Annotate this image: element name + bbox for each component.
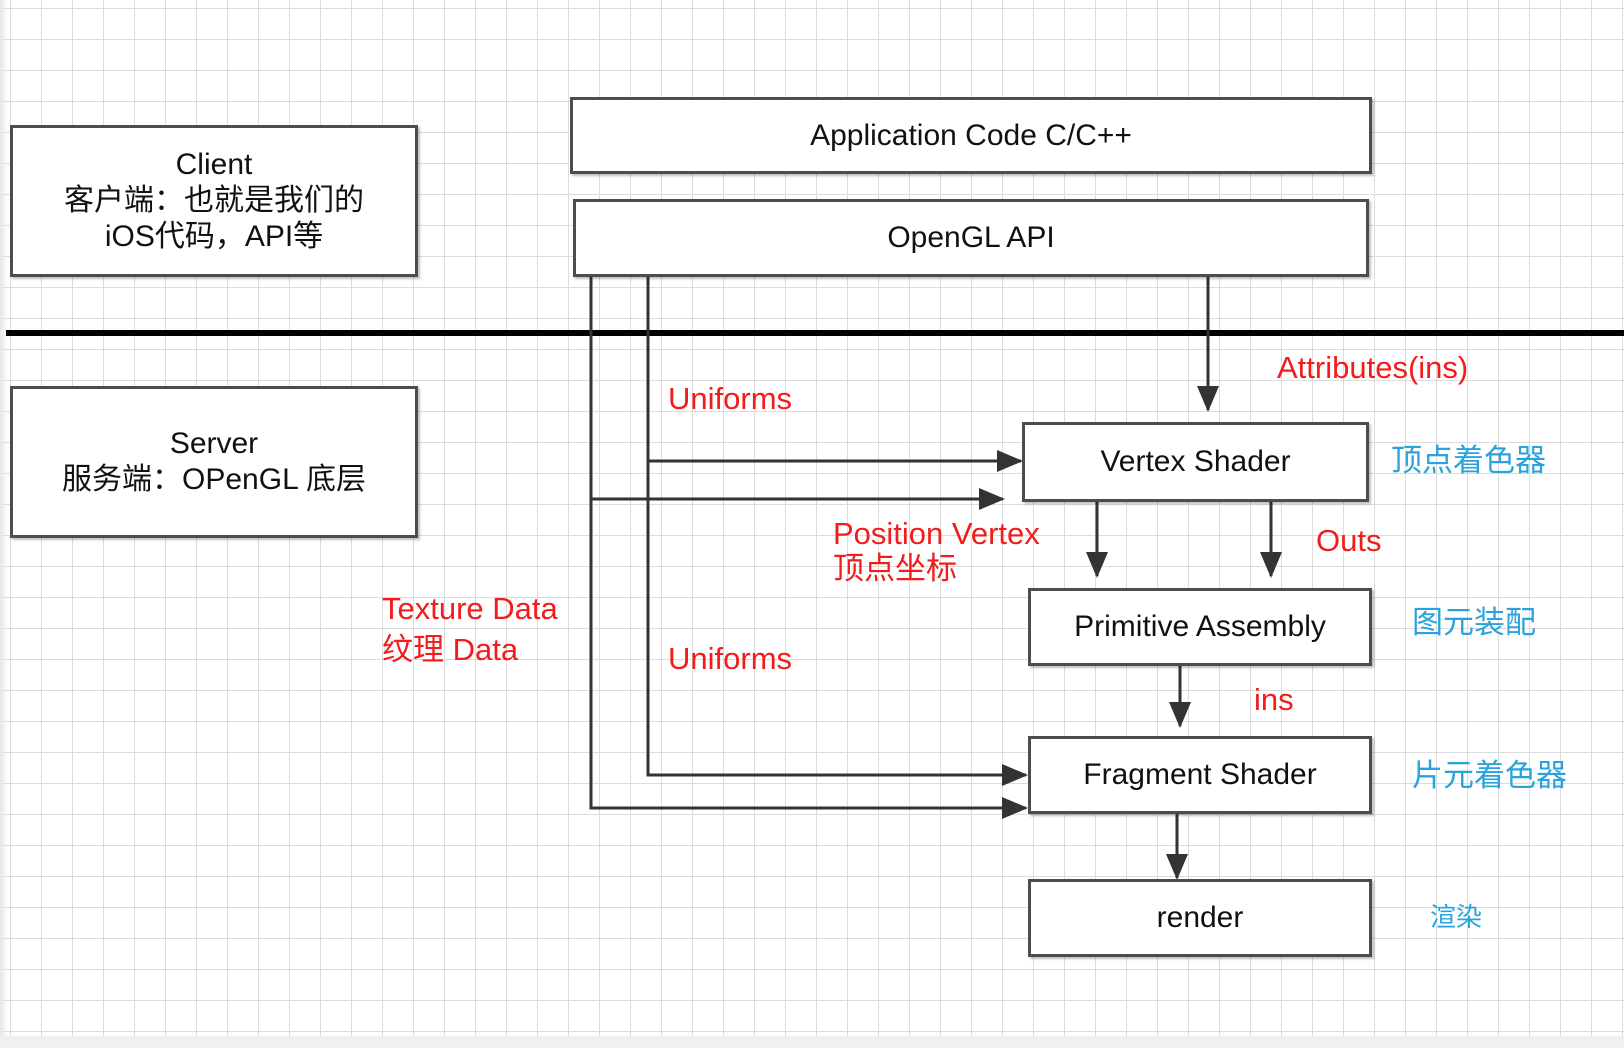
render-cn-label: 渲染 <box>1430 902 1483 932</box>
client-box: Client 客户端：也就是我们的 iOS代码，API等 <box>10 125 418 277</box>
server-description: 服务端：OPenGL 底层 <box>62 463 366 496</box>
primitive-assembly-cn-label: 图元装配 <box>1412 605 1536 640</box>
primitive-assembly-box: Primitive Assembly <box>1028 588 1372 666</box>
server-box: Server 服务端：OPenGL 底层 <box>10 386 418 538</box>
vertex-shader-box: Vertex Shader <box>1022 422 1369 502</box>
fragment-shader-label: Fragment Shader <box>1083 758 1317 791</box>
opengl-api-label: OpenGL API <box>887 221 1055 254</box>
position-vertex-label: Position Vertex <box>833 516 1040 551</box>
server-title: Server <box>169 427 259 460</box>
uniforms-fragment-line <box>646 276 1028 786</box>
primitive-assembly-label: Primitive Assembly <box>1074 610 1326 643</box>
uniforms-top-label: Uniforms <box>668 381 793 416</box>
texture-data-cn-label: 纹理 Data <box>382 632 519 667</box>
canvas-left-edge <box>0 0 8 1048</box>
opengl-api-box: OpenGL API <box>573 199 1369 277</box>
uniforms-bottom-label: Uniforms <box>668 641 793 676</box>
attributes-label: Attributes(ins) <box>1277 350 1469 385</box>
render-label: render <box>1156 901 1244 934</box>
client-description: 客户端：也就是我们的 <box>64 184 364 217</box>
client-title: Client <box>175 148 253 181</box>
texture-data-label: Texture Data <box>382 591 558 626</box>
application-code-box: Application Code C/C++ <box>570 97 1372 174</box>
canvas-bottom-edge <box>0 1036 1624 1048</box>
vertex-shader-cn-label: 顶点着色器 <box>1391 443 1546 478</box>
application-code-label: Application Code C/C++ <box>810 118 1132 152</box>
vertex-shader-label: Vertex Shader <box>1100 445 1291 478</box>
fragment-shader-cn-label: 片元着色器 <box>1412 758 1567 793</box>
outs-label: Outs <box>1316 523 1382 558</box>
position-vertex-cn-label: 顶点坐标 <box>833 551 957 586</box>
client-description-cont: iOS代码，API等 <box>104 220 324 253</box>
render-box: render <box>1028 879 1372 957</box>
fragment-shader-box: Fragment Shader <box>1028 736 1372 814</box>
texture-data-line <box>589 276 1028 819</box>
ins-label: ins <box>1254 682 1294 717</box>
